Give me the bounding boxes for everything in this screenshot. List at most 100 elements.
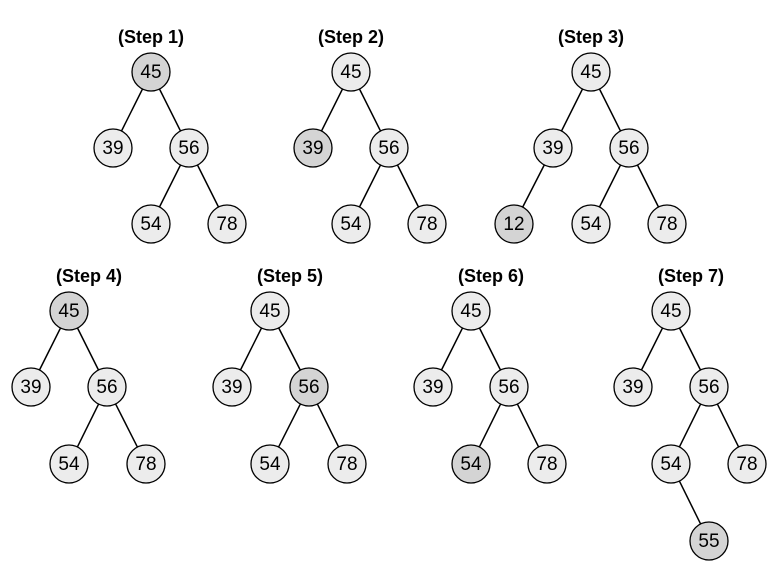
tree-node-56: 56 <box>87 367 127 407</box>
tree-edge-45-39 <box>320 88 344 132</box>
node-circle <box>212 367 252 407</box>
tree-node-56: 56 <box>609 128 649 168</box>
tree-edge-56-78 <box>516 403 540 448</box>
step-title: (Step 4) <box>56 266 122 286</box>
node-label: 54 <box>259 454 281 475</box>
tree-edge-56-78 <box>716 403 740 448</box>
node-circle <box>131 204 171 244</box>
tree-edge-45-56 <box>478 327 502 371</box>
node-circle <box>250 444 290 484</box>
node-label: 56 <box>178 138 199 159</box>
tree-node-39: 39 <box>613 367 653 407</box>
node-label: 39 <box>622 377 643 398</box>
node-circle <box>49 291 89 331</box>
node-label: 78 <box>536 454 557 475</box>
node-circle <box>126 444 166 484</box>
tree-edge-56-54 <box>158 164 182 208</box>
node-label: 78 <box>135 454 156 475</box>
node-circle <box>327 444 367 484</box>
tree-edge-45-56 <box>76 327 100 371</box>
tree-node-78: 78 <box>527 444 567 484</box>
node-label: 78 <box>736 454 757 475</box>
tree-node-55-highlighted: 55 <box>689 521 729 561</box>
tree-node-45: 45 <box>331 52 371 92</box>
tree-node-45-highlighted: 45 <box>131 52 171 92</box>
tree-node-39: 39 <box>533 128 573 168</box>
node-circle <box>613 367 653 407</box>
tree-edge-54-55 <box>678 480 702 525</box>
tree-node-45: 45 <box>451 291 491 331</box>
node-label: 56 <box>378 138 399 159</box>
node-circle <box>689 367 729 407</box>
node-circle <box>651 291 691 331</box>
node-label: 12 <box>503 214 524 235</box>
node-circle <box>169 128 209 168</box>
tree-node-54: 54 <box>250 444 290 484</box>
tree-edge-56-78 <box>316 403 340 448</box>
tree-edge-45-39 <box>640 327 664 371</box>
node-circle <box>727 444 767 484</box>
tree-node-54-highlighted: 54 <box>451 444 491 484</box>
node-circle <box>527 444 567 484</box>
tree-node-54: 54 <box>331 204 371 244</box>
node-circle <box>451 444 491 484</box>
node-label: 39 <box>422 377 443 398</box>
node-circle <box>93 128 133 168</box>
tree-node-78: 78 <box>126 444 166 484</box>
node-circle <box>571 52 611 92</box>
node-label: 54 <box>660 454 682 475</box>
tree-edge-45-56 <box>158 88 182 132</box>
node-label: 45 <box>340 62 361 83</box>
step-title: (Step 5) <box>257 266 323 286</box>
tree-node-56: 56 <box>489 367 529 407</box>
tree-edge-56-78 <box>636 164 660 208</box>
node-label: 54 <box>340 214 362 235</box>
tree-edge-45-56 <box>598 88 622 132</box>
node-label: 45 <box>58 301 79 322</box>
tree-edge-56-54 <box>358 164 382 208</box>
node-label: 45 <box>660 301 681 322</box>
tree-edge-56-54 <box>598 164 622 208</box>
tree-edge-45-39 <box>239 327 263 371</box>
tree-node-78: 78 <box>207 204 247 244</box>
node-circle <box>87 367 127 407</box>
node-label: 39 <box>221 377 242 398</box>
tree-node-56: 56 <box>369 128 409 168</box>
node-label: 54 <box>460 454 482 475</box>
tree-node-39: 39 <box>212 367 252 407</box>
node-label: 56 <box>298 377 319 398</box>
tree-node-45-highlighted: 45 <box>49 291 89 331</box>
node-circle <box>293 128 333 168</box>
node-circle <box>689 521 729 561</box>
tree-node-54: 54 <box>49 444 89 484</box>
node-label: 39 <box>302 138 323 159</box>
tree-edge-45-56 <box>358 88 382 132</box>
step-title: (Step 7) <box>658 266 724 286</box>
tree-node-39: 39 <box>413 367 453 407</box>
tree-edge-45-39 <box>440 327 464 371</box>
tree-edge-45-39 <box>560 88 584 132</box>
node-circle <box>131 52 171 92</box>
node-circle <box>407 204 447 244</box>
node-label: 45 <box>580 62 601 83</box>
tree-edge-56-54 <box>277 403 302 448</box>
node-label: 54 <box>58 454 80 475</box>
tree-node-78: 78 <box>727 444 767 484</box>
node-circle <box>11 367 51 407</box>
tree-edge-56-54 <box>478 403 502 448</box>
tree-edge-45-39 <box>120 88 144 132</box>
tree-node-45: 45 <box>571 52 611 92</box>
tree-node-54: 54 <box>571 204 611 244</box>
step-title: (Step 2) <box>318 27 384 47</box>
tree-edge-56-54 <box>678 403 702 448</box>
tree-node-56-highlighted: 56 <box>289 367 329 407</box>
node-label: 56 <box>498 377 519 398</box>
node-label: 54 <box>580 214 602 235</box>
node-circle <box>494 204 534 244</box>
node-label: 39 <box>102 138 123 159</box>
